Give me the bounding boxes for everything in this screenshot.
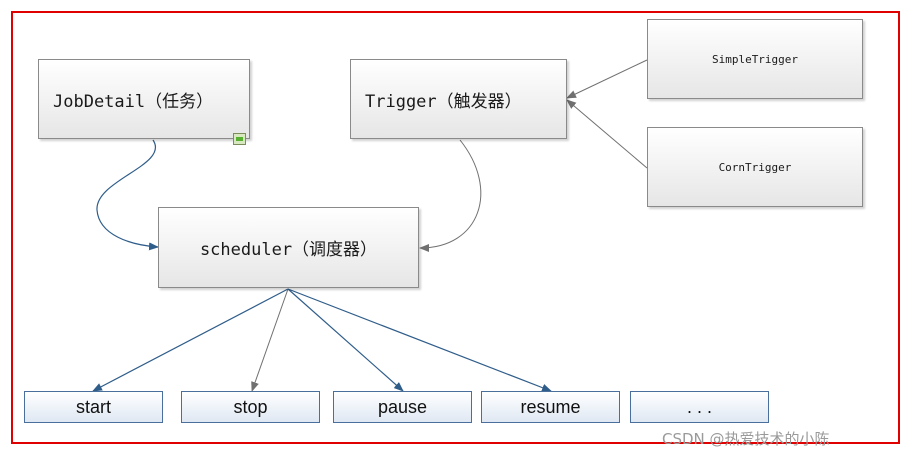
jobdetail-node: JobDetail（任务） <box>38 59 250 139</box>
corntrigger-to-trigger-arrow <box>566 99 648 169</box>
scheduler-to-start-arrow <box>92 288 289 392</box>
jobdetail-to-scheduler-curve <box>96 139 159 251</box>
scheduler-node: scheduler（调度器） <box>158 207 419 288</box>
scheduler-to-stop-arrow <box>251 288 289 392</box>
expand-icon[interactable] <box>233 133 246 145</box>
scheduler-label: scheduler（调度器） <box>199 240 378 260</box>
stop-label: stop <box>233 396 268 417</box>
jobdetail-label: JobDetail（任务） <box>53 91 214 112</box>
simpletrigger-to-trigger-arrow <box>566 59 648 99</box>
resume-label: resume <box>520 396 581 417</box>
pause-label: pause <box>377 396 428 417</box>
resume-action-node: resume <box>481 391 620 423</box>
trigger-node: Trigger（触发器） <box>350 59 567 139</box>
pause-action-node: pause <box>333 391 472 423</box>
trigger-label: Trigger（触发器） <box>365 91 522 112</box>
more-label: . . . <box>686 396 712 417</box>
corntrigger-label: CornTrigger <box>718 160 792 174</box>
stop-action-node: stop <box>181 391 320 423</box>
corntrigger-node: CornTrigger <box>647 127 863 207</box>
more-action-node: . . . <box>630 391 769 423</box>
diagram-frame <box>11 11 900 444</box>
scheduler-to-resume-arrow <box>287 288 552 392</box>
start-label: start <box>75 396 111 417</box>
trigger-to-scheduler-curve <box>419 139 482 252</box>
watermark: CSDN @热爱技术的小陈 <box>662 430 830 448</box>
start-action-node: start <box>24 391 163 423</box>
scheduler-to-pause-arrow <box>287 288 404 392</box>
simpletrigger-label: SimpleTrigger <box>711 52 799 66</box>
simpletrigger-node: SimpleTrigger <box>647 19 863 99</box>
